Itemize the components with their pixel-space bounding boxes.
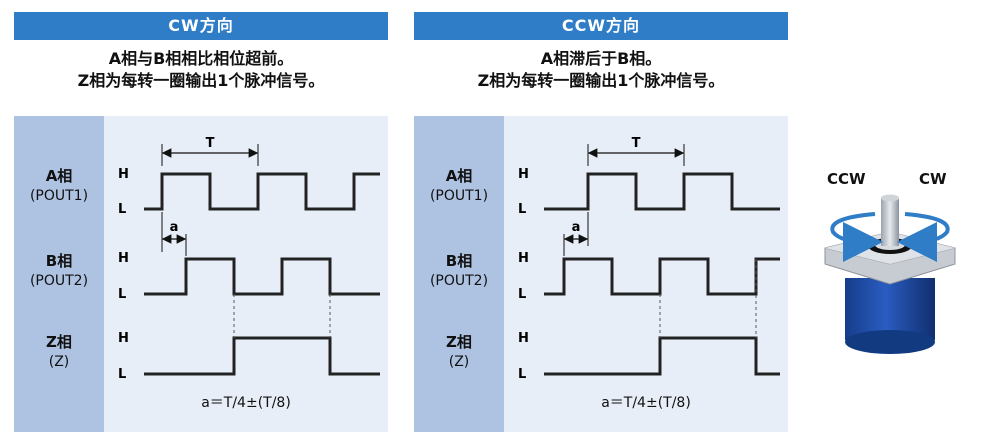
ccw-b-high-level: H	[518, 251, 529, 266]
ccw-desc-line2: Z相为每转一圈输出1个脉冲信号。	[477, 71, 725, 90]
ccw-z-high-level: H	[518, 331, 529, 346]
encoder-body-bottom	[845, 330, 935, 354]
ccw-signal-label-a: A相 (POUT1)	[429, 167, 489, 204]
ccw-z-low-level: L	[518, 367, 526, 382]
encoder-drawing	[824, 194, 956, 354]
cw-description: A相与B相相比相位超前。 Z相为每转一圈输出1个脉冲信号。	[14, 48, 388, 92]
cw-signal-label-b: B相 (POUT2)	[29, 252, 89, 289]
ccw-panel-header: CCW方向	[414, 12, 788, 40]
cw-timing-diagram: A相 (POUT1) B相 (POUT2) Z相 (Z) H L H L	[14, 116, 388, 432]
cw-desc-line2: Z相为每转一圈输出1个脉冲信号。	[77, 71, 325, 90]
cw-period-label: T	[206, 136, 215, 151]
ccw-formula: a＝T/4±(T/8)	[601, 395, 691, 411]
ccw-a-low-level: L	[518, 202, 526, 217]
cw-z-high-level: H	[118, 331, 129, 346]
cw-z-low-level: L	[118, 367, 126, 382]
ccw-timing-diagram: A相 (POUT1) B相 (POUT2) Z相 (Z) H L H L H	[414, 116, 788, 432]
cw-signal-label-a: A相 (POUT1)	[29, 167, 89, 204]
ccw-rotation-label: CCW	[827, 170, 866, 188]
ccw-signal-label-column: A相 (POUT1) B相 (POUT2) Z相 (Z)	[414, 116, 504, 432]
ccw-b-waveform	[544, 257, 780, 296]
ccw-b-low-level: L	[518, 287, 526, 302]
cw-signal-label-column: A相 (POUT1) B相 (POUT2) Z相 (Z)	[14, 116, 104, 432]
ccw-a-waveform	[544, 172, 780, 211]
encoder-illustration: CCW CW	[805, 160, 990, 360]
cw-z-waveform	[144, 336, 380, 376]
cw-a-high-level: H	[118, 167, 129, 182]
encoder-shaft	[881, 198, 899, 246]
ccw-z-waveform	[544, 336, 780, 376]
cw-b-high-level: H	[118, 251, 129, 266]
rotation-arrow-cw-icon	[897, 212, 950, 262]
ccw-period-label: T	[632, 136, 641, 151]
cw-formula: a＝T/4±(T/8)	[201, 395, 291, 411]
cw-signal-label-z: Z相 (Z)	[46, 333, 72, 370]
ccw-signal-label-z: Z相 (Z)	[446, 333, 472, 370]
cw-a-waveform	[144, 172, 380, 211]
ccw-description: A相滞后于B相。 Z相为每转一圈输出1个脉冲信号。	[414, 48, 788, 92]
ccw-a-high-level: H	[518, 167, 529, 182]
ccw-panel: CCW方向 A相滞后于B相。 Z相为每转一圈输出1个脉冲信号。 A相 (POUT…	[414, 12, 788, 432]
cw-b-waveform	[144, 257, 380, 296]
cw-rotation-label: CW	[919, 170, 947, 188]
cw-waveforms: H L H L H L T a	[118, 136, 380, 382]
ccw-waveforms: H L H L H L T a	[518, 136, 780, 382]
cw-panel: CW方向 A相与B相相比相位超前。 Z相为每转一圈输出1个脉冲信号。 A相 (P…	[14, 12, 388, 432]
rotation-arrow-ccw-icon	[830, 212, 883, 262]
cw-b-low-level: L	[118, 287, 126, 302]
cw-offset-label: a	[170, 220, 179, 235]
ccw-desc-line1: A相滞后于B相。	[540, 49, 662, 68]
ccw-signal-label-b: B相 (POUT2)	[429, 252, 489, 289]
cw-a-low-level: L	[118, 202, 126, 217]
cw-desc-line1: A相与B相相比相位超前。	[108, 49, 294, 68]
cw-panel-header: CW方向	[14, 12, 388, 40]
ccw-offset-label: a	[572, 220, 581, 235]
